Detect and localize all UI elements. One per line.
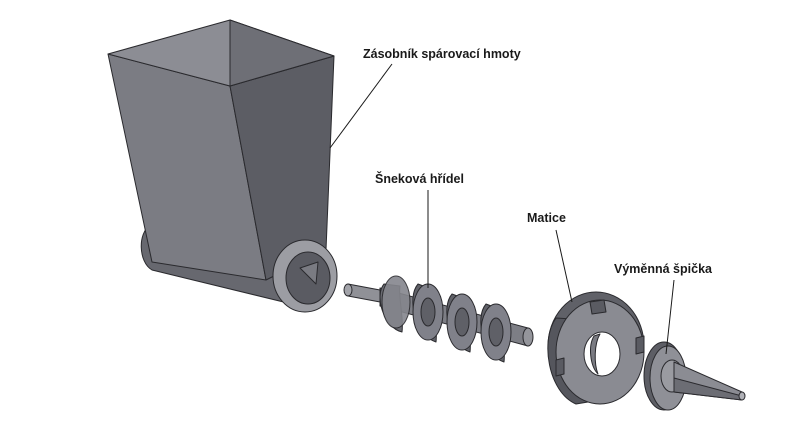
shaft-end bbox=[347, 283, 381, 303]
nut-bore-inner bbox=[590, 333, 601, 375]
barrel-bore bbox=[285, 251, 331, 305]
hopper bbox=[107, 19, 338, 313]
hopper-inner-wall bbox=[229, 19, 335, 87]
label-screw-shaft: Šneková hřídel bbox=[375, 171, 464, 186]
nut-notch-top bbox=[589, 299, 607, 315]
barrel-inner-flight bbox=[299, 261, 319, 285]
tip-nozzle bbox=[738, 391, 746, 401]
label-nut: Matice bbox=[527, 211, 566, 225]
screw-shaft bbox=[343, 275, 534, 363]
leader-hopper bbox=[329, 63, 393, 149]
screw-flights bbox=[379, 275, 512, 363]
leader-tip bbox=[665, 279, 675, 355]
nut-notch-right bbox=[635, 335, 645, 355]
shaft-end-cap bbox=[343, 283, 353, 297]
label-hopper: Zásobník spárovací hmoty bbox=[363, 47, 521, 61]
label-replaceable-tip: Výměnná špička bbox=[614, 262, 713, 276]
nut bbox=[547, 291, 645, 405]
leader-nut bbox=[555, 229, 573, 303]
shaft-tip bbox=[522, 327, 534, 347]
nut-bore bbox=[583, 331, 621, 377]
nut-notch-left bbox=[555, 357, 565, 377]
leader-lines bbox=[329, 63, 675, 355]
replaceable-tip bbox=[643, 341, 746, 411]
